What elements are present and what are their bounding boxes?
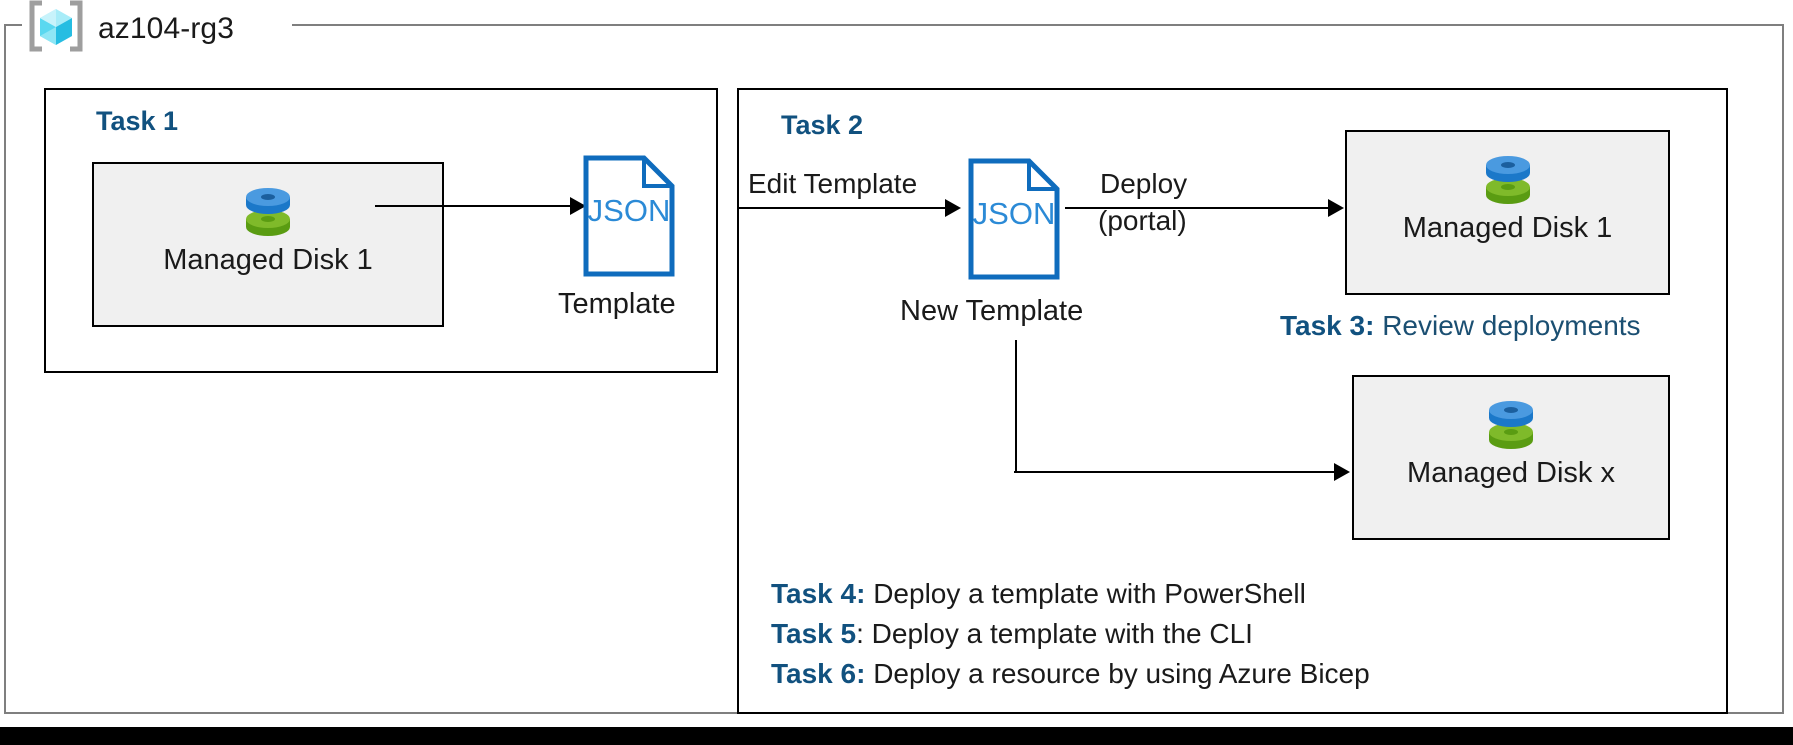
task-2-container [737,88,1728,714]
task-1-heading: Task 1 [96,106,179,136]
deploy-label-line2: (portal) [1098,205,1187,236]
managed-disk-1-label: Managed Disk 1 [163,244,373,276]
task-2-heading: Task 2 [781,110,864,140]
bottom-bar [0,727,1793,745]
task-6-key: Task 6: [771,658,866,689]
managed-disk-icon [241,180,295,242]
managed-disk-x-tile[interactable]: Managed Disk x [1352,375,1670,540]
new-template-json-icon[interactable]: JSON [968,158,1060,280]
task-4-key: Task 4: [771,578,866,609]
managed-disk-icon [1481,148,1535,210]
task-6-value: Deploy a resource by using Azure Bicep [873,658,1370,689]
task-5-separator: : [856,618,864,649]
managed-disk-1-output-label: Managed Disk 1 [1402,212,1613,244]
task-6-note: Task 6: Deploy a resource by using Azure… [771,658,1370,690]
deploy-label-line1: Deploy [1100,168,1188,199]
svg-text:JSON: JSON [588,193,671,228]
arrow-disk-to-template-head [570,197,586,215]
resource-group-cube-icon [28,0,84,57]
task-3-key: Task 3: [1280,310,1375,341]
task-3-note: Task 3: Review deployments [1280,310,1641,342]
resource-group-name: az104-rg3 [98,11,234,45]
arrow-edit-template-line [737,207,952,209]
managed-disk-x-label: Managed Disk x [1407,457,1615,489]
arrow-edit-template-head [945,199,961,217]
new-template-caption: New Template [900,295,1084,327]
managed-disk-1-tile[interactable]: Managed Disk 1 [92,162,444,327]
edit-template-label: Edit Template [748,168,918,199]
managed-disk-1-output-tile[interactable]: Managed Disk 1 [1345,130,1670,295]
arrow-deploy-diskx-head [1334,463,1350,481]
svg-text:JSON: JSON [973,196,1056,231]
arrow-deploy-diskx-vertical [1015,340,1017,472]
task-1-container [44,88,718,373]
task-5-value: Deploy a template with the CLI [871,618,1253,649]
arrow-deploy-portal-line [1065,207,1335,209]
task-4-value: Deploy a template with PowerShell [873,578,1306,609]
task-5-note: Task 5: Deploy a template with the CLI [771,618,1253,650]
template-json-icon[interactable]: JSON [583,155,675,277]
arrow-deploy-portal-head [1328,199,1344,217]
task-4-note: Task 4: Deploy a template with PowerShel… [771,578,1306,610]
arrow-deploy-diskx-horizontal [1014,471,1342,473]
template-caption: Template [558,288,676,320]
arrow-disk-to-template-line [375,205,580,207]
managed-disk-icon [1484,393,1538,455]
task-5-key: Task 5 [771,618,857,649]
task-3-value: Review deployments [1382,310,1641,341]
resource-group-header: az104-rg3 [28,0,234,57]
